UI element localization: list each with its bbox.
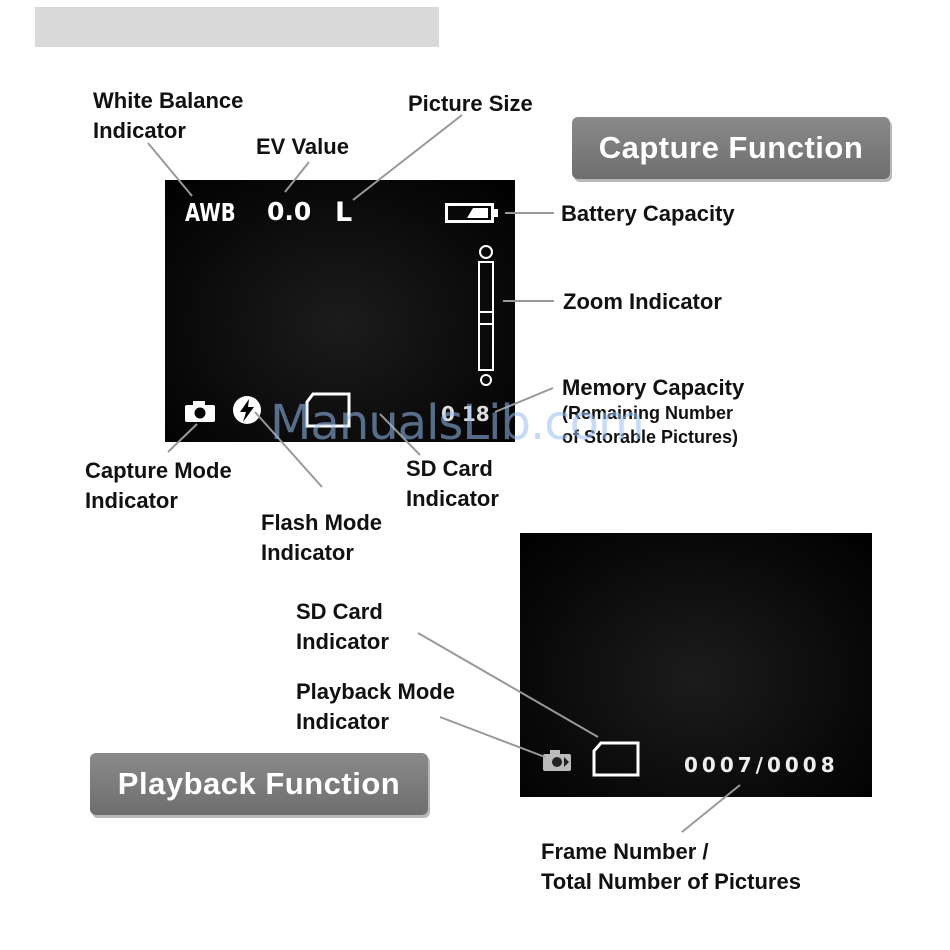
sd-card-icon xyxy=(305,392,351,428)
flash-icon xyxy=(233,396,261,424)
header-bar xyxy=(35,7,439,47)
label-battery-capacity: Battery Capacity xyxy=(561,201,735,226)
playback-camera-icon xyxy=(543,750,571,771)
label-white-balance: White Balance Indicator xyxy=(93,88,244,143)
osd-ev: 0.0 xyxy=(267,197,312,226)
label-frame-number: Frame Number / Total Number of Pictures xyxy=(541,839,801,894)
battery-icon xyxy=(445,203,498,223)
label-capture-mode: Capture Mode Indicator xyxy=(85,458,232,513)
capture-screen: AWB 0.0 L 0 18 xyxy=(165,180,515,442)
frame-counter: 0007/0008 xyxy=(684,753,839,777)
label-playback-mode: Playback Mode Indicator xyxy=(296,679,455,734)
label-memory-sub: (Remaining Number of Storable Pictures) xyxy=(562,403,739,447)
camera-icon xyxy=(185,401,215,422)
capture-function-title: Capture Function xyxy=(572,117,890,179)
osd-awb: AWB xyxy=(185,198,236,227)
watermark: ManualsLib.com xyxy=(270,395,645,451)
playback-screen: 0007/0008 xyxy=(520,533,872,797)
zoom-bar-icon xyxy=(478,245,494,386)
osd-size: L xyxy=(335,197,353,228)
label-picture-size: Picture Size xyxy=(408,91,533,116)
label-playback-sd-card: SD Card Indicator xyxy=(296,599,389,654)
label-memory-capacity: Memory Capacity xyxy=(562,375,745,400)
osd-count: 0 18 xyxy=(441,402,490,426)
label-ev-value: EV Value xyxy=(256,134,349,159)
playback-function-title: Playback Function xyxy=(90,753,428,815)
playback-sd-card-icon xyxy=(592,741,640,777)
label-zoom-indicator: Zoom Indicator xyxy=(563,289,722,314)
label-sd-card: SD Card Indicator xyxy=(406,456,499,511)
label-flash-mode: Flash Mode Indicator xyxy=(261,510,383,565)
